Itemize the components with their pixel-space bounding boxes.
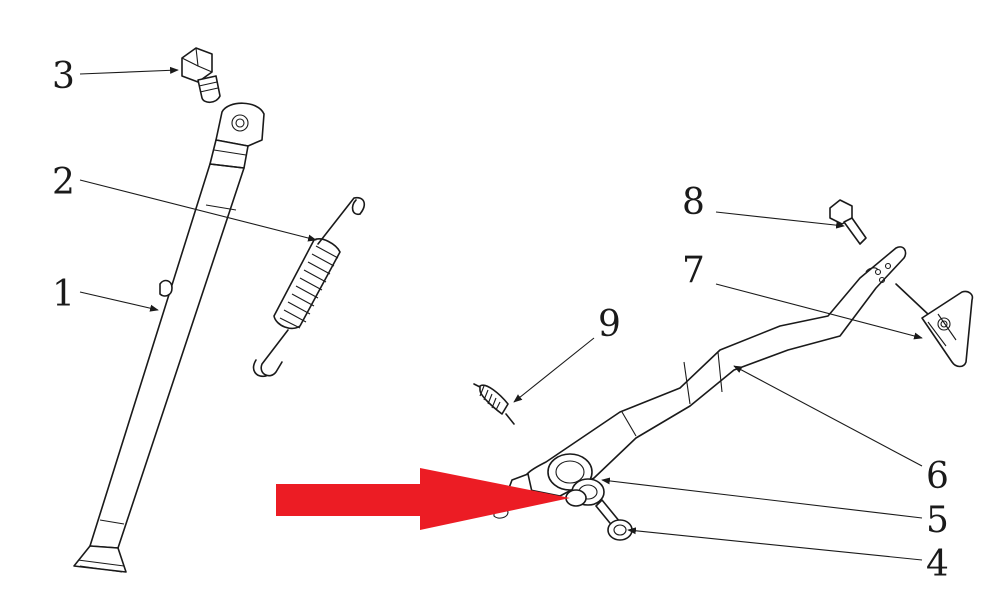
lever-pin-bolt — [595, 499, 633, 541]
leader-7 — [715, 283, 923, 340]
callout-2: 2 — [52, 162, 75, 203]
leader-9 — [513, 337, 595, 403]
leader-lines — [79, 66, 923, 561]
callout-numbers: 1 2 3 4 5 6 7 8 9 — [52, 56, 949, 585]
leader-5 — [601, 477, 923, 519]
leader-8 — [715, 211, 845, 229]
pad-bolt — [829, 199, 867, 245]
small-spring — [473, 383, 515, 425]
callout-9: 9 — [598, 304, 621, 345]
leader-2 — [79, 179, 317, 242]
callout-1: 1 — [52, 274, 75, 315]
callout-6: 6 — [926, 456, 949, 497]
leader-4 — [627, 527, 923, 561]
foot-pad-bracket — [895, 283, 974, 368]
pivot-bolt — [181, 47, 221, 104]
seal-washer — [565, 478, 605, 507]
leader-1 — [79, 291, 159, 312]
return-spring — [252, 196, 366, 378]
red-highlight-arrow-icon — [276, 468, 570, 530]
side-stand-leg — [73, 102, 265, 573]
leader-6 — [733, 365, 923, 467]
callout-5: 5 — [926, 500, 949, 541]
callout-4: 4 — [926, 544, 949, 585]
callout-8: 8 — [682, 182, 705, 223]
leader-3 — [79, 66, 179, 75]
callout-7: 7 — [682, 250, 705, 291]
callout-3: 3 — [52, 56, 75, 97]
